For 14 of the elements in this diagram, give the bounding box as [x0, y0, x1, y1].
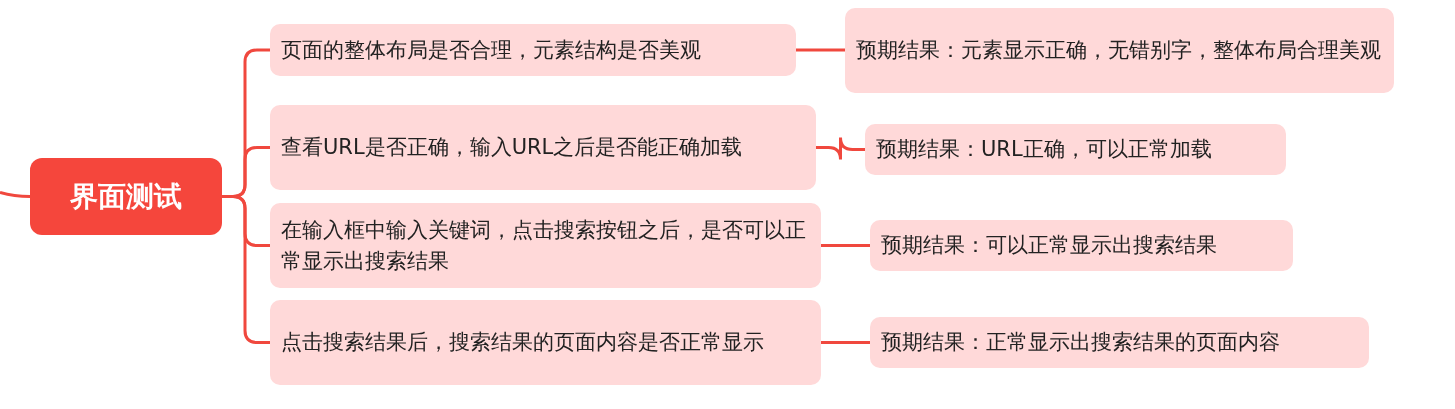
connector-line — [796, 48, 845, 52]
connector-line — [821, 244, 870, 247]
connector-line — [821, 341, 870, 344]
connector-line — [0, 191, 30, 198]
topic-box: 查看URL是否正确，输入URL之后是否能正确加载 — [270, 105, 816, 190]
topic-box: 预期结果：可以正常显示出搜索结果 — [870, 220, 1293, 271]
root-topic-box: 界面测试 — [30, 158, 222, 235]
topic-box: 在输入框中输入关键词，点击搜索按钮之后，是否可以正常显示出搜索结果 — [270, 203, 821, 288]
topic-box: 点击搜索结果后，搜索结果的页面内容是否正常显示 — [270, 300, 821, 385]
connector-line — [816, 136, 865, 161]
topic-box: 预期结果：元素显示正确，无错别字，整体布局合理美观 — [845, 8, 1394, 93]
topic-box: 预期结果：URL正确，可以正常加载 — [865, 124, 1286, 175]
topic-box: 页面的整体布局是否合理，元素结构是否美观 — [270, 24, 796, 76]
topic-box: 预期结果：正常显示出搜索结果的页面内容 — [870, 317, 1369, 368]
